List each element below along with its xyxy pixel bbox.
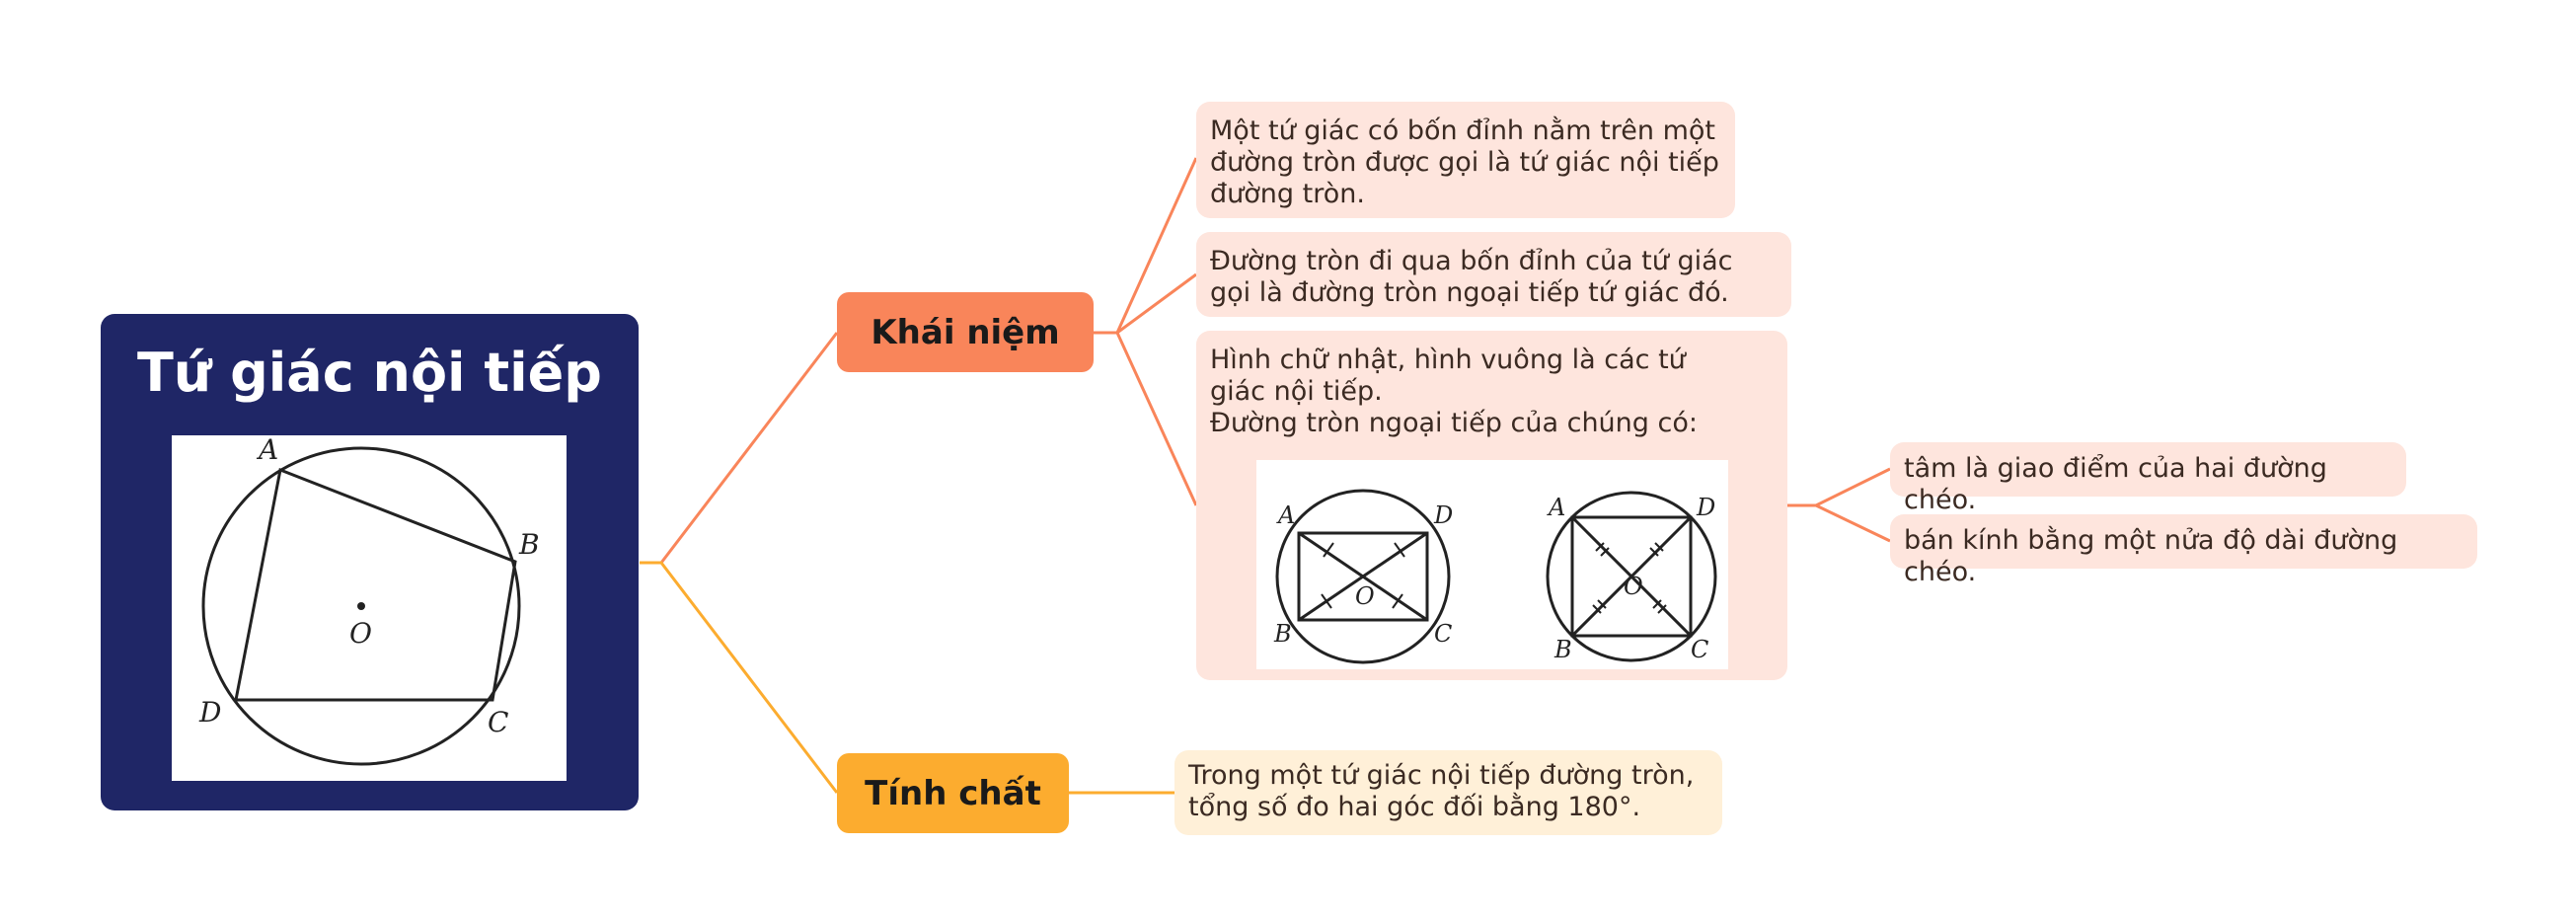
figure-label-o: O bbox=[349, 617, 372, 650]
leaf-definition-2[interactable]: Đường tròn đi qua bốn đỉnh của tứ giác g… bbox=[1196, 232, 1791, 317]
leaf-definition-1-text: Một tứ giác có bốn đỉnh nằm trên một đườ… bbox=[1210, 116, 1719, 209]
connector-central-khai bbox=[640, 332, 839, 565]
square-label-b: B bbox=[1553, 636, 1572, 663]
leaf-property[interactable]: Trong một tứ giác nội tiếp đường tròn, t… bbox=[1174, 750, 1722, 835]
square-label-c: C bbox=[1691, 636, 1708, 663]
leaf-definition-1[interactable]: Một tứ giác có bốn đỉnh nằm trên một đườ… bbox=[1196, 102, 1735, 218]
rect-label-d: D bbox=[1433, 501, 1453, 529]
branch-tinh-chat[interactable]: Tính chất bbox=[837, 753, 1069, 833]
rect-label-o: O bbox=[1355, 582, 1375, 610]
leaf-radius-text: bán kính bằng một nửa độ dài đường chéo. bbox=[1904, 525, 2398, 587]
branch-khai-niem[interactable]: Khái niệm bbox=[837, 292, 1094, 372]
leaf-definition-2-text: Đường tròn đi qua bốn đỉnh của tứ giác g… bbox=[1210, 246, 1733, 308]
leaf-rectangle-line-1: Hình chữ nhật, hình vuông là các tứ giác… bbox=[1210, 345, 1686, 407]
figure-label-c: C bbox=[488, 706, 508, 738]
connector-rect-sub1 bbox=[1787, 467, 1891, 507]
central-title: Tứ giác nội tiếp bbox=[137, 342, 602, 404]
leaf-rectangle-line-2: Đường tròn ngoại tiếp của chúng có: bbox=[1210, 408, 1698, 438]
connector-khai-def1 bbox=[1094, 157, 1198, 335]
rect-label-a: A bbox=[1276, 501, 1295, 529]
leaf-property-text: Trong một tứ giác nội tiếp đường tròn, t… bbox=[1188, 760, 1695, 822]
connector-central-tinh bbox=[640, 561, 839, 794]
figure-label-a: A bbox=[256, 435, 278, 466]
figure-label-d: D bbox=[198, 696, 221, 729]
leaf-center-text: tâm là giao điểm của hai đường chéo. bbox=[1904, 453, 2327, 515]
central-topic[interactable]: Tứ giác nội tiếp A B C D O bbox=[101, 314, 639, 810]
rect-label-c: C bbox=[1434, 620, 1452, 648]
connector-rect-sub2 bbox=[1787, 503, 1891, 543]
square-label-o: O bbox=[1624, 573, 1643, 600]
leaf-radius-half-diagonal[interactable]: bán kính bằng một nửa độ dài đường chéo. bbox=[1890, 514, 2477, 587]
connector-khai-def2 bbox=[1094, 272, 1197, 335]
rectangle-square-figure: A D B C O A D B C O bbox=[1256, 460, 1728, 669]
figure-label-b: B bbox=[518, 528, 540, 561]
rect-label-b: B bbox=[1273, 620, 1292, 648]
square-label-d: D bbox=[1696, 494, 1715, 521]
cyclic-quadrilateral-figure: A B C D O bbox=[172, 435, 567, 781]
square-label-a: A bbox=[1547, 494, 1565, 521]
leaf-center-intersection[interactable]: tâm là giao điểm của hai đường chéo. bbox=[1890, 442, 2406, 515]
connector-khai-rect bbox=[1094, 331, 1198, 506]
